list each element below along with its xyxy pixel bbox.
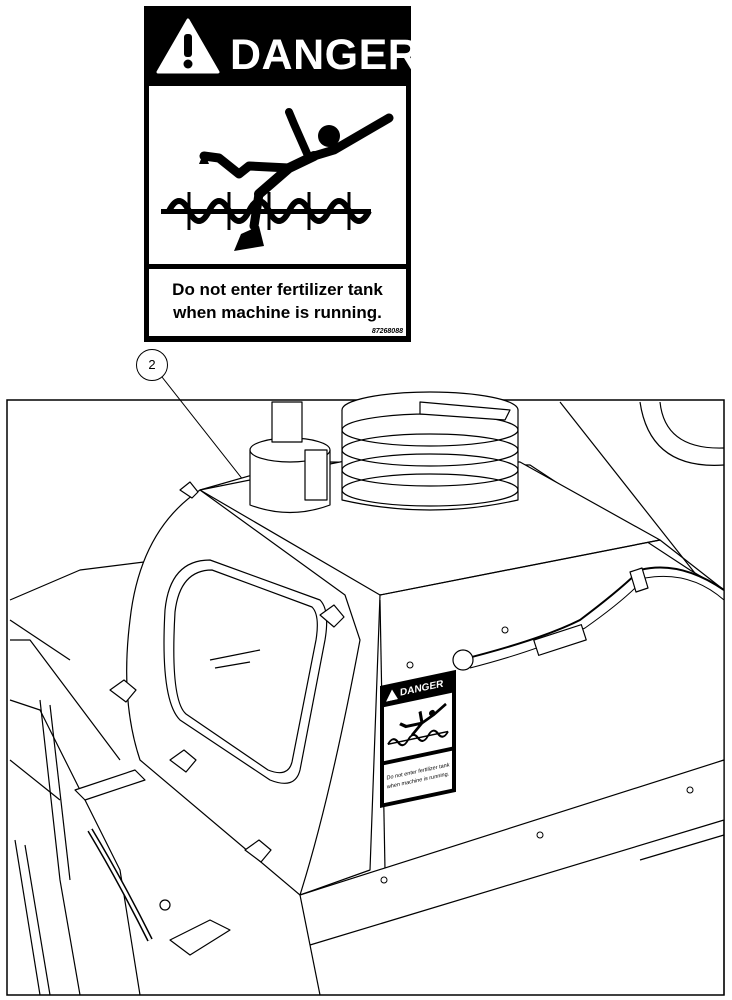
decal-part-code: 87268088 (371, 328, 403, 335)
small-danger-decal: DANGER Do not enter fertilizer tank when… (380, 669, 456, 808)
callout-number-label: 2 (148, 357, 156, 372)
callout-number: 2 (136, 349, 168, 381)
small-warning-triangle-icon (386, 689, 398, 702)
decal-message-line2: when machine is running. (173, 303, 382, 322)
small-auger-icon (387, 702, 449, 747)
warning-triangle-icon (156, 18, 220, 74)
decal-header: DANGER (230, 31, 420, 79)
danger-decal: DANGER Do not enter fertilizer tank when… (144, 6, 419, 342)
decal-message: Do not enter fertilizer tank when machin… (149, 269, 406, 336)
decal-message-line1: Do not enter fertilizer tank (172, 280, 383, 299)
auger-entanglement-icon (161, 108, 394, 251)
decal-pictogram (149, 86, 406, 264)
